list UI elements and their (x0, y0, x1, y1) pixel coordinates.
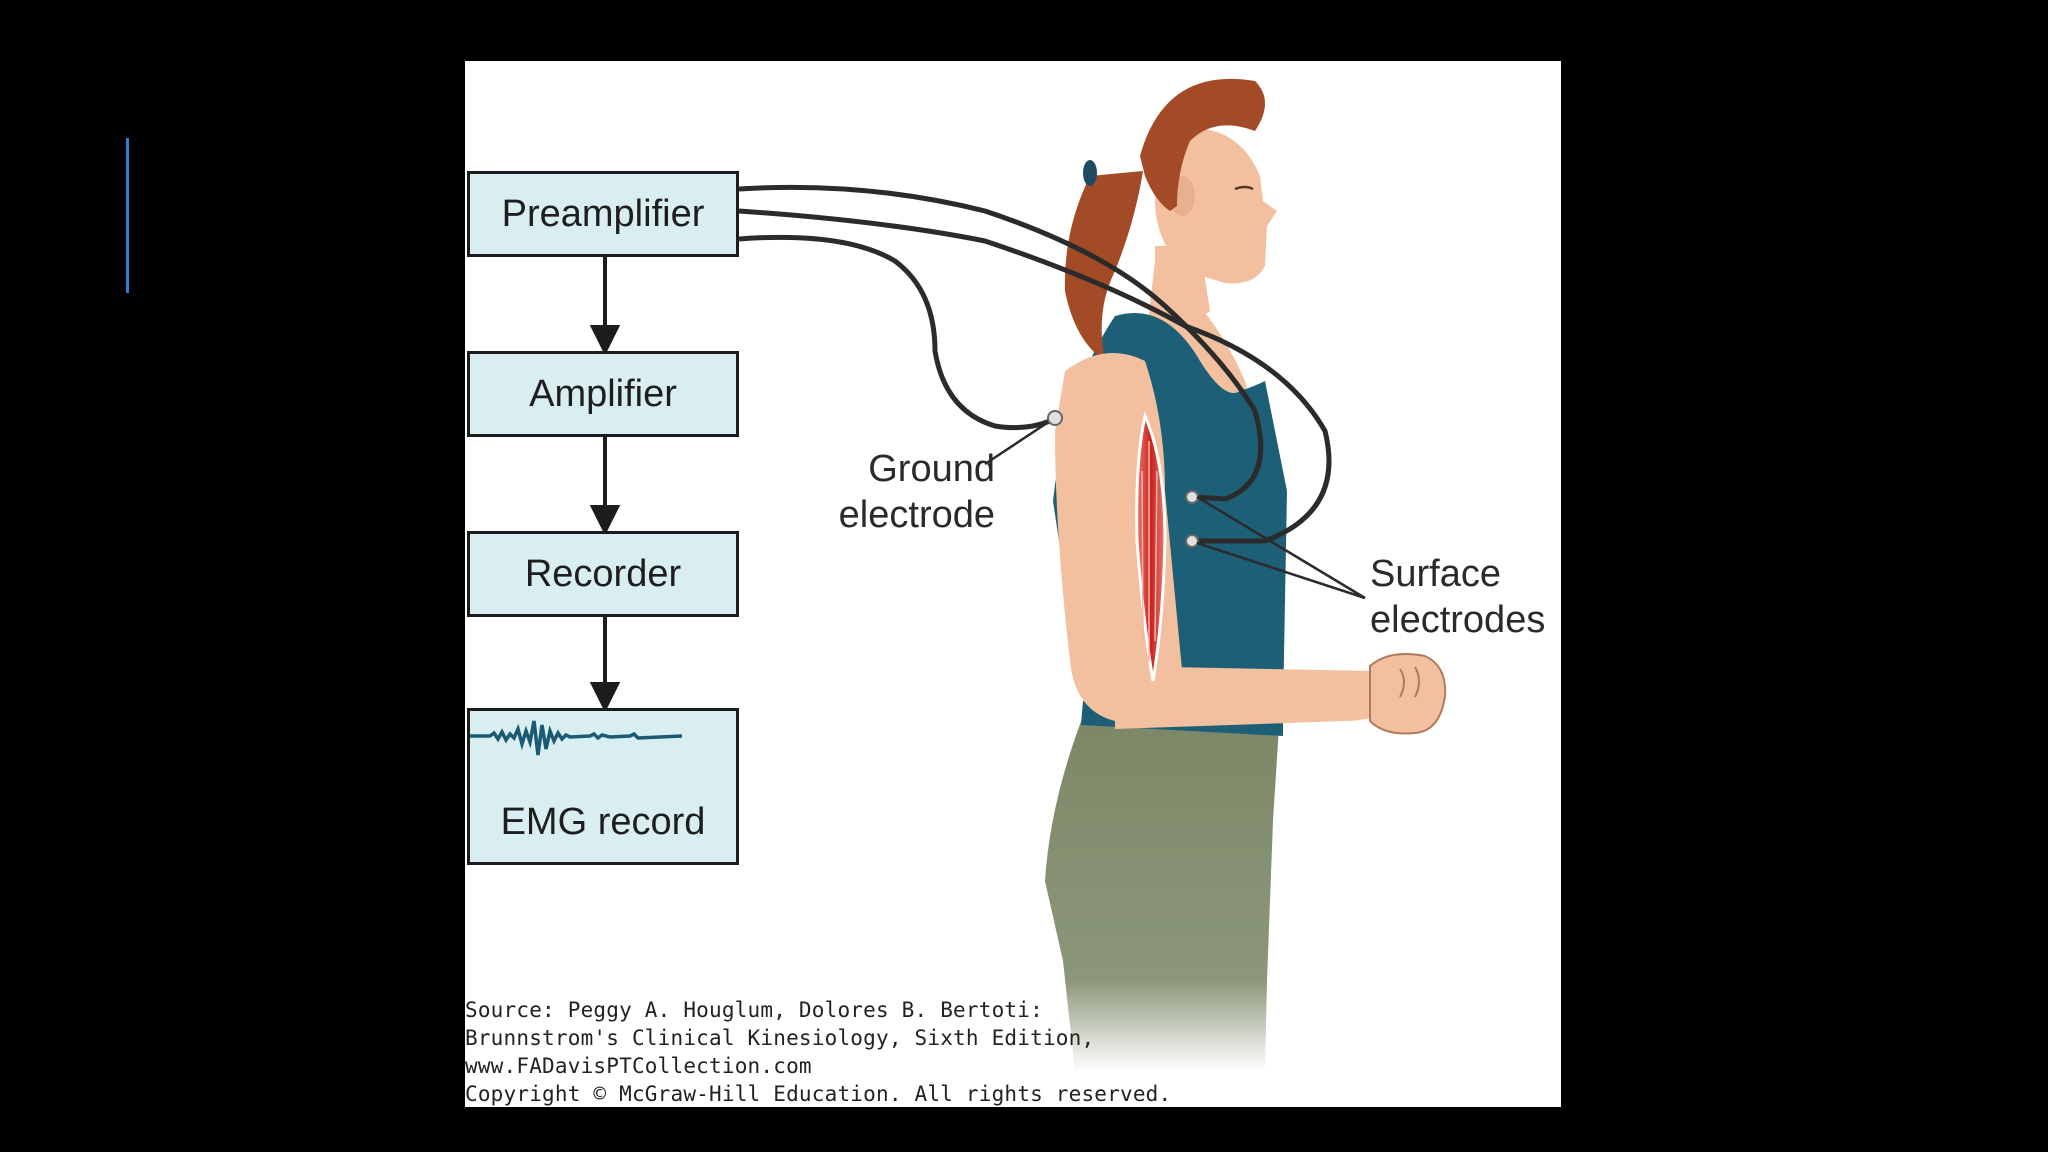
recorder-block: Recorder (467, 531, 739, 617)
ground-label-line2: electrode (838, 494, 995, 536)
amplifier-block: Amplifier (467, 351, 739, 437)
emg-record-label: EMG record (500, 801, 706, 843)
emg-waveform-icon (470, 720, 682, 756)
surface-label-line2: electrodes (1370, 599, 1546, 641)
preamplifier-block: Preamplifier (467, 171, 739, 257)
amplifier-label: Amplifier (529, 372, 677, 415)
eye (1234, 185, 1254, 191)
biceps-muscle (1135, 411, 1167, 682)
emg-record-block: EMG record (467, 708, 739, 865)
citation-line-2: Brunnstrom's Clinical Kinesiology, Sixth… (465, 1026, 1095, 1050)
electrode-wires (738, 184, 1332, 544)
hair-tie (1083, 160, 1097, 186)
hair (1140, 78, 1265, 211)
citation-line-3: www.FADavisPTCollection.com (465, 1054, 812, 1078)
ground-electrode-label: Ground electrode (795, 446, 995, 538)
surface-label-line1: Surface (1370, 553, 1501, 595)
citation-line-4: Copyright © McGraw-Hill Education. All r… (465, 1082, 1172, 1106)
recorder-label: Recorder (524, 552, 682, 595)
slide-accent-bar (126, 138, 129, 293)
ground-label-line1: Ground (868, 448, 995, 490)
fist (1369, 653, 1447, 735)
emg-figure: Preamplifier Amplifier Recorder EMG reco… (465, 61, 1561, 1107)
label-leaders (984, 421, 1366, 600)
face (1155, 128, 1277, 284)
ponytail (1064, 171, 1143, 361)
muscle-fibers (1141, 441, 1158, 661)
forearm (1115, 666, 1405, 729)
flow-arrows (589, 257, 621, 713)
surface-electrodes (1185, 490, 1199, 548)
source-citation: Source: Peggy A. Houglum, Dolores B. Ber… (465, 996, 1225, 1107)
emg-illustration (589, 78, 1447, 1071)
preamplifier-label: Preamplifier (501, 192, 705, 235)
knuckles (1399, 666, 1420, 698)
surface-electrodes-label: Surface electrodes (1370, 551, 1561, 643)
citation-line-1: Source: Peggy A. Houglum, Dolores B. Ber… (465, 998, 1043, 1022)
pants (1045, 711, 1280, 1071)
ground-electrode (1047, 410, 1063, 426)
